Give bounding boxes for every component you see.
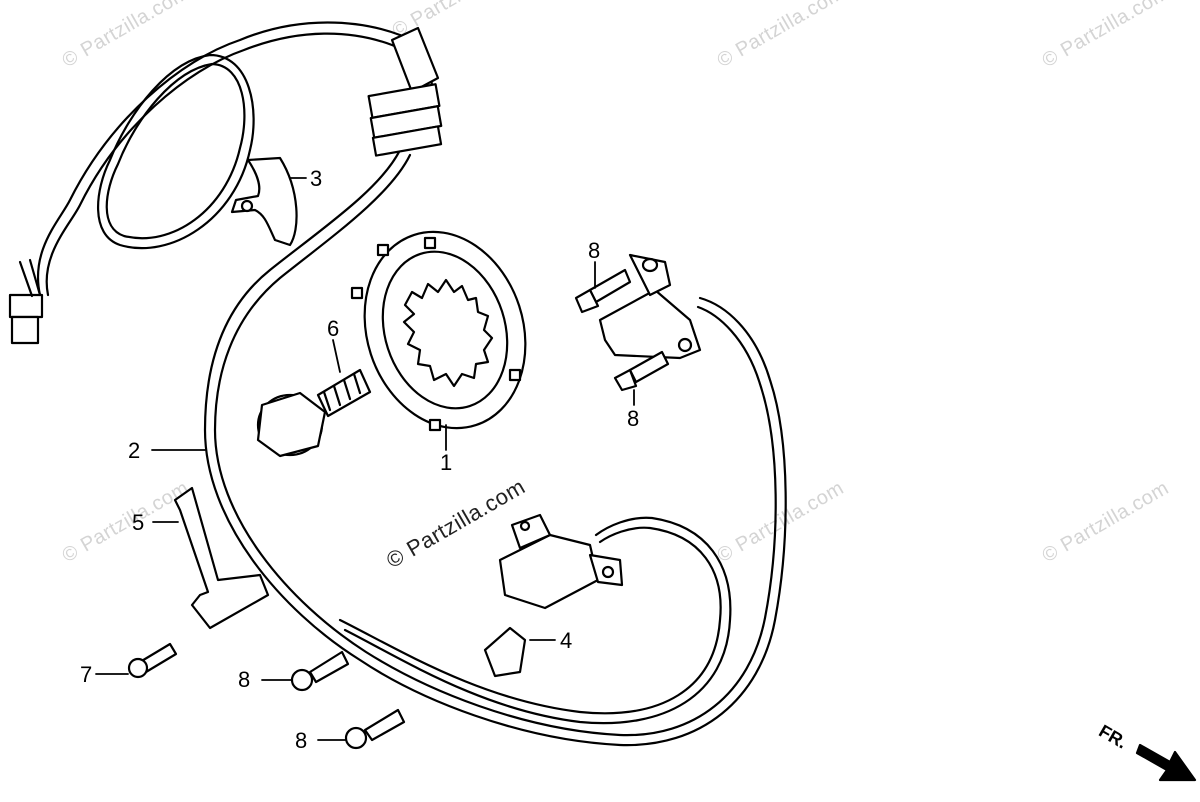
callout-leaders — [95, 177, 635, 741]
wire-coupler — [367, 26, 443, 157]
pulse-generator-upper — [598, 253, 702, 360]
part-8-bolt-lower-a — [290, 650, 350, 692]
part-8-bolt-top — [574, 268, 632, 314]
part-3-cover — [230, 156, 298, 247]
callout-part-2: 2 — [128, 438, 141, 463]
front-direction-arrow — [1135, 743, 1197, 782]
part-4-grommet — [483, 626, 527, 678]
callout-part-4: 4 — [560, 628, 573, 653]
callout-part-6: 6 — [327, 316, 340, 341]
callout-part-8-lower-b: 8 — [295, 728, 308, 753]
part-6-bolt — [256, 368, 372, 458]
part-7-bolt — [127, 642, 178, 679]
callout-part-8-mid: 8 — [627, 406, 640, 431]
part-5-bracket — [173, 486, 270, 630]
part-1-rotor-plate — [350, 230, 527, 432]
callout-part-1: 1 — [440, 450, 453, 475]
harness-connector — [8, 258, 44, 345]
callout-part-5: 5 — [132, 510, 145, 535]
callout-part-3: 3 — [310, 166, 323, 191]
callout-part-8-top: 8 — [588, 238, 601, 263]
callout-part-7: 7 — [80, 662, 93, 687]
pulse-generator-lower — [498, 513, 624, 610]
part-8-bolt-mid — [613, 350, 670, 392]
callout-part-8-lower-a: 8 — [238, 667, 251, 692]
part-8-bolt-lower-b — [344, 708, 406, 750]
